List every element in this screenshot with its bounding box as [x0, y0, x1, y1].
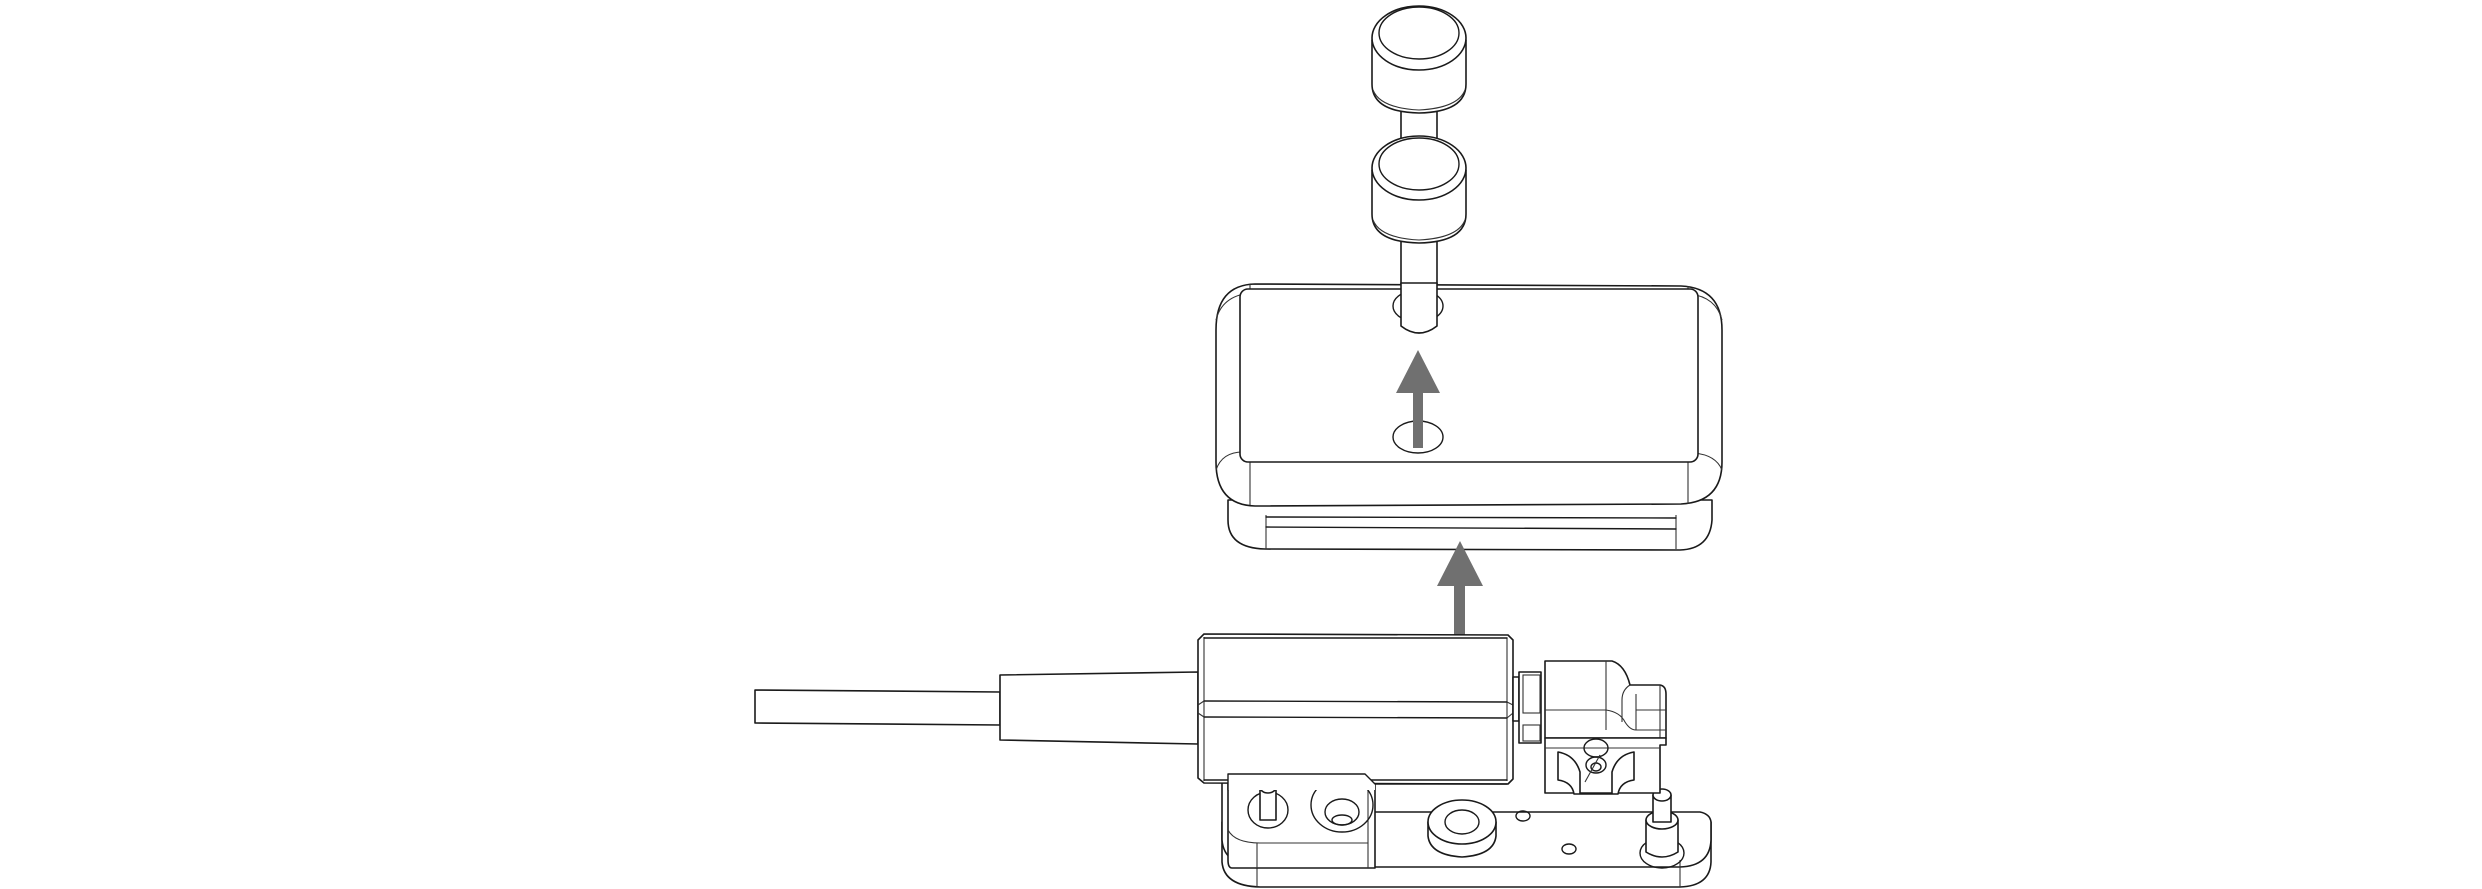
pin-cap-middle [1371, 135, 1467, 244]
strain-relief [999, 671, 1199, 745]
pin-cap-top [1371, 5, 1467, 114]
arrow-up-icon [1437, 541, 1483, 661]
sensor-body [1197, 633, 1514, 785]
arrow-up-icon [1396, 350, 1440, 448]
base-plate [1221, 772, 1712, 888]
connector [1512, 660, 1667, 795]
cable [754, 689, 1001, 726]
cover [1215, 283, 1723, 551]
washer [1427, 799, 1497, 858]
screw-icon [1557, 738, 1635, 795]
